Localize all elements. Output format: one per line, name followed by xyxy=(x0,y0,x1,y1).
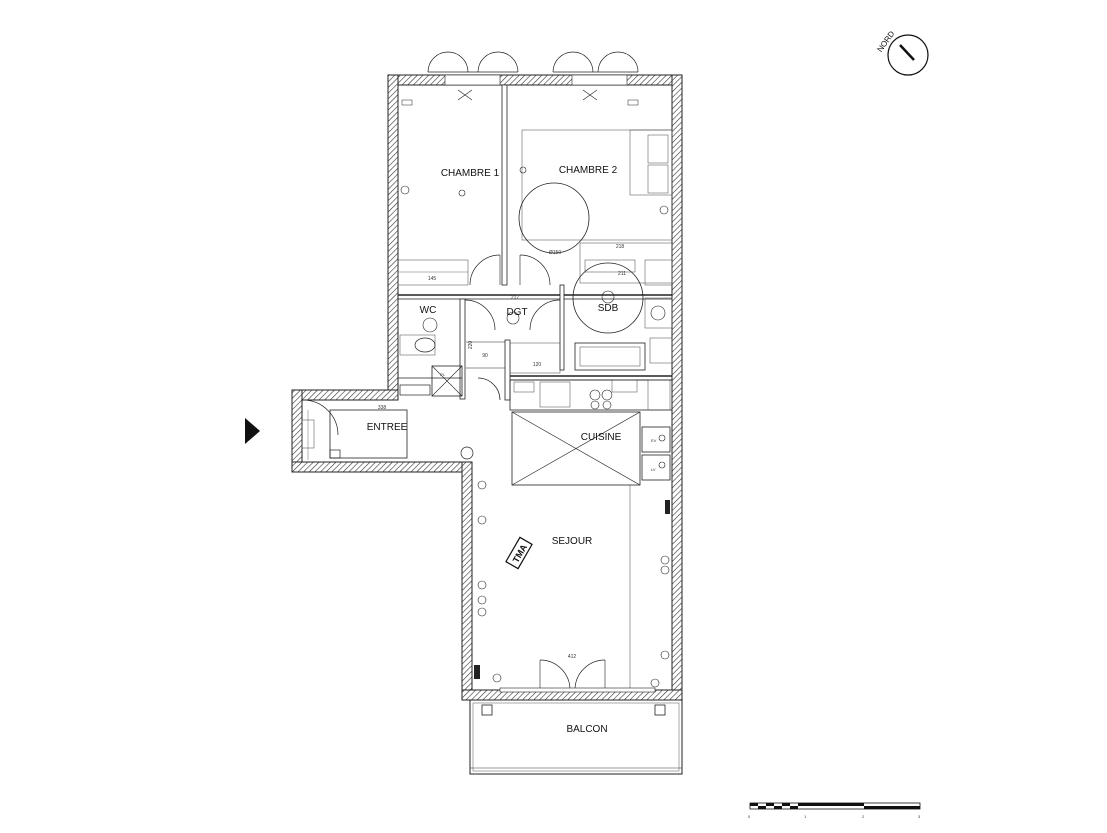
scale-tick-0: 0 xyxy=(748,814,751,819)
compass-icon: NORD xyxy=(876,29,929,76)
dim-218: 218 xyxy=(616,244,625,250)
dim-90: 90 xyxy=(482,353,488,359)
room-label-wc: WC xyxy=(420,305,437,316)
dim-150: Ø150 xyxy=(549,250,561,256)
interior-walls xyxy=(398,84,672,401)
dim-211: 211 xyxy=(618,271,626,277)
room-label-sdb: SDB xyxy=(598,303,619,314)
dim-145: 145 xyxy=(428,276,437,282)
lv-label: LV xyxy=(651,467,656,472)
room-label-chambre1: CHAMBRE 1 xyxy=(441,168,500,179)
entrance-fixtures xyxy=(301,409,474,460)
room-label-cuisine: CUISINE xyxy=(581,432,622,443)
room-label-balcon: BALCON xyxy=(566,724,607,735)
top-windows xyxy=(427,51,639,101)
kitchen-fixtures xyxy=(509,379,673,486)
sdb-fixtures xyxy=(572,259,673,371)
dim-338: 338 xyxy=(378,405,387,411)
wc-fixtures xyxy=(399,317,438,396)
exterior-walls xyxy=(291,74,683,701)
tma-stamp: TMA xyxy=(505,536,533,570)
dim-220: 220 xyxy=(468,341,474,350)
scale-tick-2: 2 xyxy=(862,814,865,819)
dim-120: 120 xyxy=(533,362,542,368)
dim-412: 412 xyxy=(568,654,577,660)
scale-tick-1: 1 xyxy=(804,814,807,819)
room-label-sejour: SEJOUR xyxy=(552,536,593,547)
balcony xyxy=(469,699,683,775)
chambre2-furniture xyxy=(518,99,673,284)
placard xyxy=(431,311,561,397)
scale-tick-3: 3 xyxy=(918,814,921,819)
pl-label: PL xyxy=(440,372,446,377)
chambre1-furniture xyxy=(397,99,469,286)
room-label-chambre2: CHAMBRE 2 xyxy=(559,165,618,176)
room-label-entree: ENTREE xyxy=(367,422,408,433)
sejour-fixtures xyxy=(474,480,670,693)
interior-doors xyxy=(302,254,606,691)
scale-bar: 0 1 2 3 xyxy=(748,802,921,819)
ev-label: EV xyxy=(651,438,657,443)
dim-217: 217 xyxy=(511,295,520,301)
entrance-arrow-icon xyxy=(245,418,260,444)
room-label-dgt: DGT xyxy=(506,307,527,318)
